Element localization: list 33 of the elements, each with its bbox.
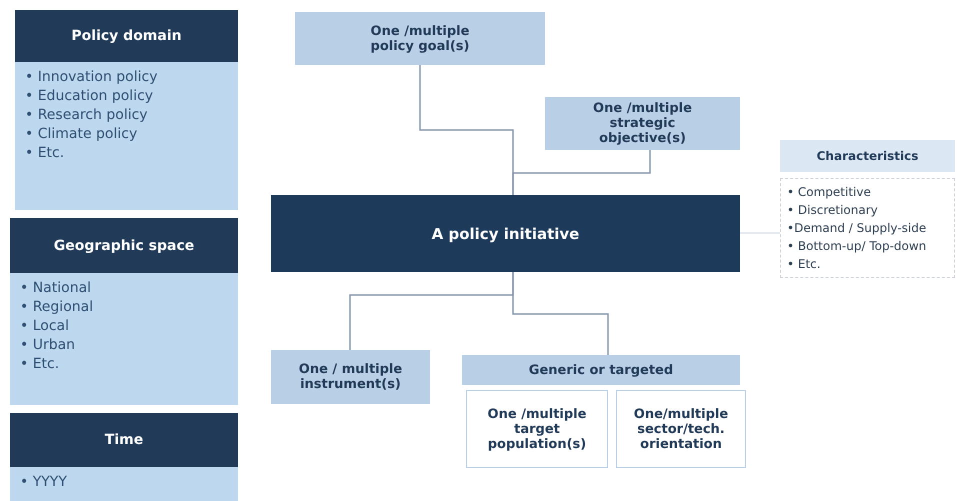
- list-item: •Demand / Supply-side: [787, 220, 928, 237]
- list-item: • Discretionary: [787, 202, 879, 219]
- category-box: One /multiple strategic objective(s): [545, 97, 740, 150]
- list-item: • Bottom-up/ Top-down: [787, 238, 928, 255]
- connector-line: [512, 150, 651, 195]
- characteristics-header: Characteristics: [780, 140, 955, 172]
- connector-line: [740, 232, 780, 234]
- list-item: • Research policy: [25, 106, 149, 125]
- category-box: One /multiple policy goal(s): [295, 12, 545, 65]
- category-box: Generic or targeted: [462, 355, 740, 385]
- list-item: • Etc.: [25, 144, 66, 163]
- category-panel: [10, 413, 238, 501]
- list-item: • Etc.: [20, 355, 60, 374]
- list-item: • Education policy: [25, 87, 154, 106]
- list-item: • Competitive: [787, 184, 872, 201]
- panel-header: Time: [10, 413, 238, 467]
- connector-line: [512, 272, 609, 355]
- category-panel: [10, 218, 238, 405]
- category-panel: [15, 10, 238, 210]
- list-item: • National: [20, 279, 92, 298]
- list-item: • Local: [20, 317, 70, 336]
- category-box: One/multiple sector/tech. orientation: [616, 390, 746, 468]
- central-box: A policy initiative: [271, 195, 740, 272]
- list-item: • Regional: [20, 298, 94, 317]
- panel-header: Geographic space: [10, 218, 238, 273]
- list-item: • YYYY: [20, 473, 68, 492]
- list-item: • Innovation policy: [25, 68, 158, 87]
- list-item: • Etc.: [787, 256, 822, 273]
- category-box: One / multiple instrument(s): [271, 350, 430, 404]
- category-box: One /multiple target population(s): [466, 390, 608, 468]
- panel-header: Policy domain: [15, 10, 238, 62]
- list-item: • Climate policy: [25, 125, 138, 144]
- list-item: • Urban: [20, 336, 76, 355]
